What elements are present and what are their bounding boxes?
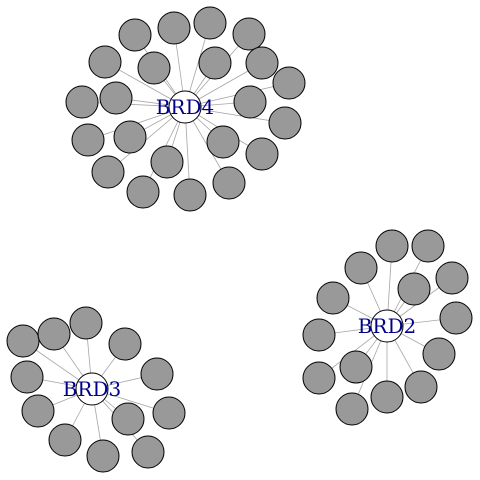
- leaf-node-brd4-8[interactable]: [272, 66, 306, 100]
- leaf-node-brd4-20[interactable]: [126, 175, 160, 209]
- hub-node-brd3: [75, 372, 109, 406]
- leaf-node-brd2-4[interactable]: [316, 281, 350, 315]
- hub-node-brd2: [370, 309, 404, 343]
- leaf-node-brd4-7[interactable]: [245, 46, 279, 80]
- leaf-node-brd4-3[interactable]: [232, 17, 266, 51]
- leaf-node-brd4-2[interactable]: [193, 6, 227, 40]
- leaf-node-brd3-6[interactable]: [21, 394, 55, 428]
- leaf-node-brd4-16[interactable]: [245, 137, 279, 171]
- leaf-node-brd4-18[interactable]: [150, 145, 184, 179]
- leaf-node-brd4-13[interactable]: [71, 123, 105, 157]
- leaf-node-brd4-0[interactable]: [118, 18, 152, 52]
- leaf-node-layer: [6, 6, 473, 473]
- leaf-node-brd4-17[interactable]: [91, 155, 125, 189]
- leaf-node-brd2-5[interactable]: [397, 272, 431, 306]
- leaf-node-brd2-3[interactable]: [435, 261, 469, 295]
- edge-brd4-12: [184, 106, 286, 124]
- leaf-node-brd2-11[interactable]: [404, 370, 438, 404]
- leaf-node-brd4-14[interactable]: [113, 120, 147, 154]
- leaf-node-brd2-13[interactable]: [335, 392, 369, 426]
- hub-label-brd2: BRD2: [358, 314, 417, 338]
- leaf-node-brd4-11[interactable]: [233, 85, 267, 119]
- leaf-node-brd4-1[interactable]: [157, 11, 191, 45]
- leaf-node-brd3-1[interactable]: [37, 317, 71, 351]
- leaf-node-brd2-2[interactable]: [344, 251, 378, 285]
- leaf-node-brd2-10[interactable]: [302, 361, 336, 395]
- hub-brd2[interactable]: BRD2: [358, 309, 417, 343]
- hub-node-layer: BRD4 BRD3 BRD2: [63, 90, 417, 406]
- leaf-node-brd4-19[interactable]: [212, 166, 246, 200]
- leaf-node-brd3-2[interactable]: [69, 306, 103, 340]
- leaf-node-brd3-0[interactable]: [6, 324, 40, 358]
- edge-brd4-17: [107, 106, 186, 173]
- leaf-node-brd2-12[interactable]: [370, 380, 404, 414]
- hub-label-brd4: BRD4: [156, 95, 215, 119]
- leaf-node-brd3-9[interactable]: [48, 423, 82, 457]
- hub-brd4[interactable]: BRD4: [156, 90, 215, 124]
- leaf-node-brd3-4[interactable]: [10, 360, 44, 394]
- leaf-node-brd3-7[interactable]: [152, 396, 186, 430]
- leaf-node-brd4-6[interactable]: [198, 46, 232, 80]
- leaf-node-brd4-9[interactable]: [65, 85, 99, 119]
- leaf-node-brd2-9[interactable]: [339, 350, 373, 384]
- leaf-node-brd4-15[interactable]: [206, 125, 240, 159]
- edge-brd4-9: [81, 101, 186, 108]
- leaf-node-brd2-1[interactable]: [411, 229, 445, 263]
- leaf-node-brd2-7[interactable]: [302, 318, 336, 352]
- leaf-node-brd4-5[interactable]: [137, 51, 171, 85]
- leaf-node-brd3-8[interactable]: [111, 402, 145, 436]
- leaf-node-brd4-12[interactable]: [268, 106, 302, 140]
- leaf-node-brd2-6[interactable]: [439, 301, 473, 335]
- hub-node-brd4: [168, 90, 202, 124]
- leaf-node-brd4-21[interactable]: [173, 178, 207, 212]
- leaf-node-brd3-3[interactable]: [108, 327, 142, 361]
- leaf-node-brd4-4[interactable]: [88, 45, 122, 79]
- hub-brd3[interactable]: BRD3: [63, 372, 122, 406]
- leaf-node-brd2-8[interactable]: [422, 337, 456, 371]
- hub-label-brd3: BRD3: [63, 377, 122, 401]
- leaf-node-brd3-5[interactable]: [140, 357, 174, 391]
- leaf-node-brd3-11[interactable]: [131, 435, 165, 469]
- leaf-node-brd2-0[interactable]: [375, 229, 409, 263]
- leaf-node-brd4-10[interactable]: [99, 81, 133, 115]
- leaf-node-brd3-10[interactable]: [86, 439, 120, 473]
